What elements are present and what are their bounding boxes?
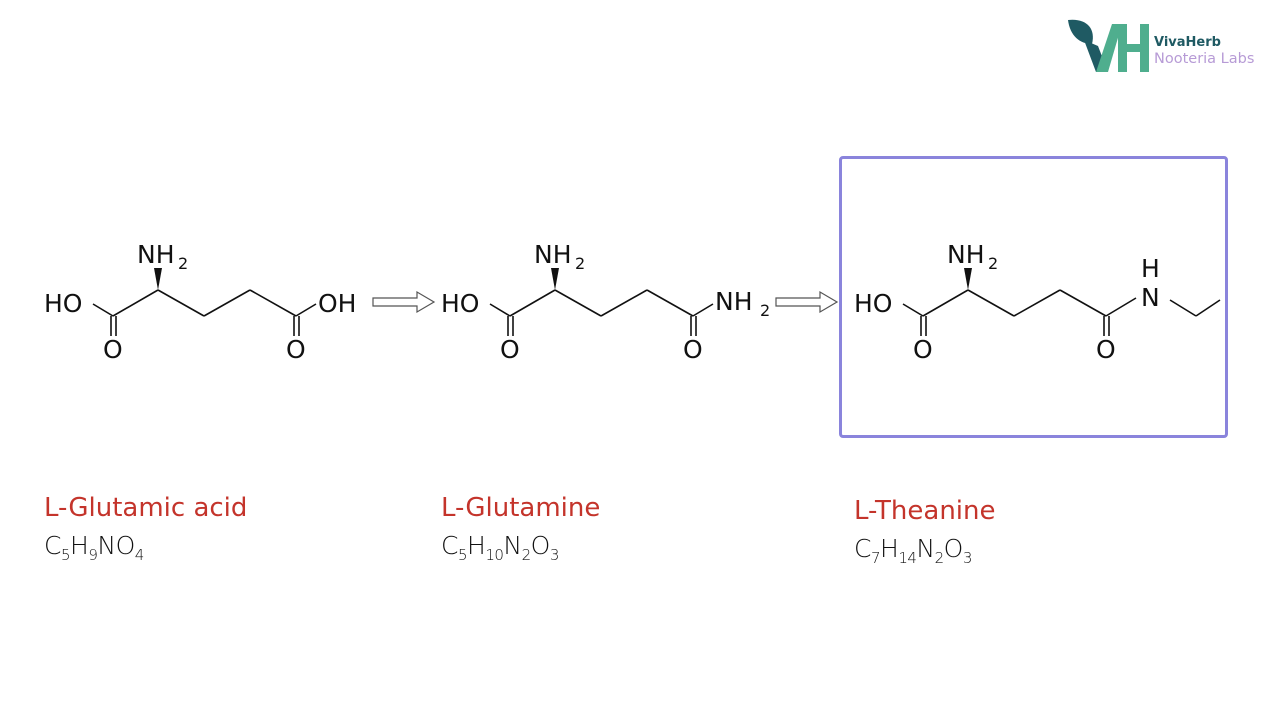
m1-carbonyl-o-right: O bbox=[286, 335, 306, 364]
structure-glutamine: HO O NH 2 O NH 2 bbox=[441, 240, 770, 364]
m2-amine-sub: 2 bbox=[575, 254, 585, 273]
m3-amide-h: H bbox=[1141, 254, 1160, 283]
molecule-name: L-Glutamine bbox=[441, 493, 601, 523]
m3-amine-sub: 2 bbox=[988, 254, 998, 273]
molecule-formula: C5H10N2O3 bbox=[441, 531, 559, 564]
m2-amine: NH bbox=[534, 240, 572, 269]
m1-left-group: HO bbox=[44, 289, 82, 318]
structure-theanine: HO O NH 2 O H N bbox=[854, 240, 1221, 364]
vivaherb-logo-mark bbox=[1068, 19, 1149, 72]
m1-wedge-bond bbox=[154, 268, 162, 290]
vivaherb-logo: VivaHerb Nooteria Labs bbox=[1066, 18, 1276, 76]
brand-subtitle: Nooteria Labs bbox=[1154, 51, 1255, 67]
molecule-formula: C7H14N2O3 bbox=[854, 534, 972, 567]
m3-right-group: N bbox=[1141, 283, 1160, 312]
m2-right-group: NH bbox=[715, 287, 753, 316]
arrow-1 bbox=[372, 290, 436, 314]
m1-carbonyl-o-left: O bbox=[103, 335, 123, 364]
m2-right-group-sub: 2 bbox=[760, 301, 770, 320]
m3-left-group: HO bbox=[854, 289, 892, 318]
brand-name: VivaHerb bbox=[1154, 35, 1221, 50]
m3-carbonyl-o-left: O bbox=[913, 335, 933, 364]
caption-theanine: L-Theanine C7H14N2O3 bbox=[854, 496, 996, 567]
m2-wedge-bond bbox=[551, 268, 559, 290]
m3-amine: NH bbox=[947, 240, 985, 269]
caption-glutamine: L-Glutamine C5H10N2O3 bbox=[441, 493, 600, 564]
m1-amine-sub: 2 bbox=[178, 254, 188, 273]
m2-carbonyl-o-left: O bbox=[500, 335, 520, 364]
caption-glutamic-acid: L-Glutamic acid C5H9NO4 bbox=[44, 493, 247, 564]
m1-amine: NH bbox=[137, 240, 175, 269]
theanine-highlight-box bbox=[839, 156, 1228, 438]
m2-carbonyl-o-right: O bbox=[683, 335, 703, 364]
m1-right-group: OH bbox=[318, 289, 356, 318]
arrow-2 bbox=[775, 290, 839, 314]
m2-left-group: HO bbox=[441, 289, 479, 318]
m3-wedge-bond bbox=[964, 268, 972, 290]
molecule-name: L-Theanine bbox=[854, 496, 996, 526]
m3-carbonyl-o-right: O bbox=[1096, 335, 1116, 364]
molecule-name: L-Glutamic acid bbox=[44, 493, 248, 523]
molecule-formula: C5H9NO4 bbox=[44, 531, 144, 564]
structure-glutamic-acid: HO O NH 2 O OH bbox=[44, 240, 356, 364]
